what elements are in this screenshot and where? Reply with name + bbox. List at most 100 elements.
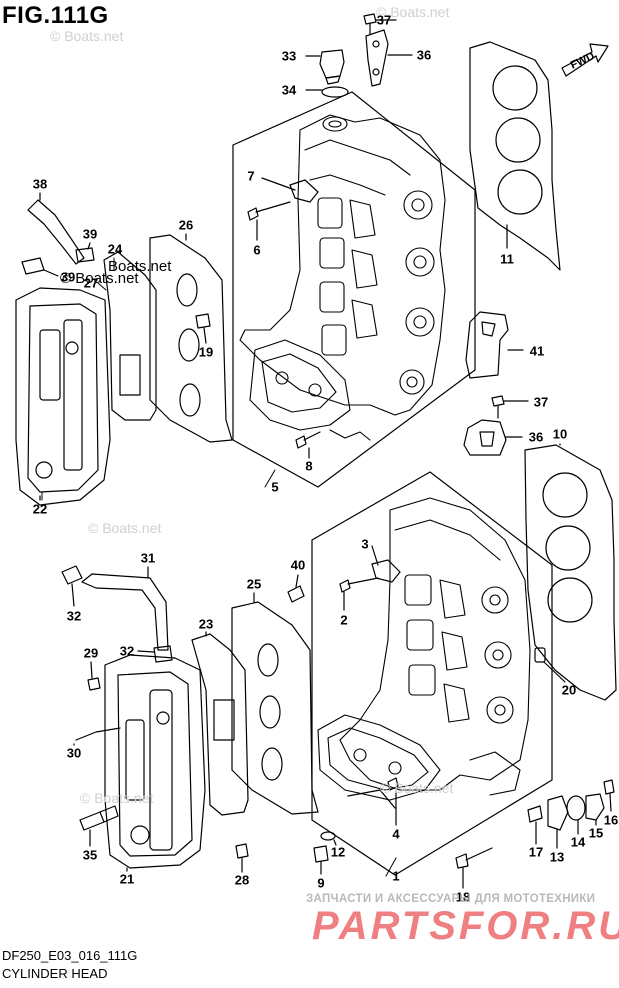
part-callout-36: 36 [528, 429, 544, 445]
gasket-26 [149, 233, 233, 443]
hose-31 [81, 566, 169, 651]
footer-brand: PARTSFOR.RU [312, 904, 619, 948]
head-gasket-11 [469, 41, 561, 271]
watermark: © Boats.net [376, 4, 450, 20]
part-callout-8: 8 [305, 458, 313, 474]
bolt-4 [347, 777, 399, 826]
bracket-41 [465, 311, 524, 379]
watermark: © Boats.net [50, 28, 124, 44]
part-callout-3: 3 [361, 536, 369, 552]
part-callout-35: 35 [82, 847, 98, 863]
bolt-7 [261, 177, 319, 203]
part-callout-6: 6 [253, 242, 261, 258]
bolt-30 [73, 727, 121, 746]
upper-head-frame [232, 91, 476, 488]
part-callout-4: 4 [392, 826, 400, 842]
bolt-28 [235, 843, 249, 873]
spark-plug-35 [79, 805, 119, 847]
bolt-6 [247, 201, 291, 241]
part-callout-33: 33 [281, 48, 297, 64]
upper-cylinder-head [239, 114, 446, 441]
cylinder-head-cover-22 [15, 287, 111, 506]
oil-filler-cap [305, 49, 345, 85]
dowel-pin-40 [287, 574, 305, 603]
part-callout-40: 40 [290, 557, 306, 573]
part-callout-14: 14 [570, 834, 586, 850]
part-callout-5: 5 [271, 479, 279, 495]
part-callout-17: 17 [528, 844, 544, 860]
part-callout-18: 18 [455, 889, 471, 905]
part-callout-38: 38 [32, 176, 48, 192]
figure-title: FIG.111G [2, 2, 109, 29]
part-callout-25: 25 [246, 576, 262, 592]
part-callout-28: 28 [234, 872, 250, 888]
bolt-16 [603, 779, 615, 812]
clamp-32-left [61, 565, 83, 607]
part-callout-22: 22 [32, 501, 48, 517]
part-callout-32: 32 [119, 643, 135, 659]
bolt-2 [339, 577, 379, 611]
bolt-37-mid [491, 395, 529, 419]
cap-15 [585, 793, 605, 826]
clamp-32-right [137, 645, 173, 663]
watermark: © Boats.net [88, 520, 162, 536]
part-callout-16: 16 [603, 812, 619, 828]
part-callout-39: 39 [82, 226, 98, 242]
bolt-18 [455, 847, 493, 889]
lower-cylinder-head [317, 497, 531, 801]
part-callout-15: 15 [588, 825, 604, 841]
footer-tagline: ЗАПЧАСТИ И АКСЕССУАРЫ ДЛЯ МОТОТЕХНИКИ [306, 893, 596, 905]
part-callout-11: 11 [500, 251, 514, 267]
part-callout-20: 20 [561, 682, 577, 698]
watermark: © Boats.net [380, 780, 454, 796]
figure-code: DF250_E03_016_111G [2, 948, 138, 963]
part-callout-1: 1 [392, 868, 400, 884]
part-callout-13: 13 [549, 849, 565, 865]
clamp-39-lower [21, 257, 59, 277]
watermark-text: Boats.net [108, 258, 172, 275]
part-callout-27: 27 [83, 275, 99, 291]
part-callout-39: 39 [60, 269, 76, 285]
part-callout-29: 29 [83, 645, 99, 661]
bolt-37-top [363, 13, 397, 35]
gasket-25 [231, 592, 319, 815]
part-callout-7: 7 [247, 168, 255, 184]
o-ring-14 [566, 795, 586, 835]
gasket-24 [103, 251, 157, 421]
part-callout-23: 23 [198, 616, 214, 632]
bolt-17 [527, 805, 543, 845]
part-callout-26: 26 [178, 217, 194, 233]
bolt-3 [371, 545, 401, 583]
part-callout-2: 2 [340, 612, 348, 628]
figure-subtitle: CYLINDER HEAD [2, 966, 108, 981]
part-callout-10: 10 [552, 426, 568, 442]
part-callout-30: 30 [66, 745, 82, 761]
part-callout-37: 37 [376, 12, 392, 28]
bolt-8 [295, 431, 321, 459]
part-callout-19: 19 [198, 344, 214, 360]
o-ring-34 [305, 86, 349, 98]
bolt-19 [195, 313, 211, 344]
part-callout-32: 32 [66, 608, 82, 624]
cylinder-head-cover-21 [104, 654, 206, 872]
part-callout-31: 31 [140, 550, 156, 566]
part-callout-36: 36 [416, 47, 432, 63]
plug-9 [313, 845, 329, 875]
part-callout-9: 9 [317, 875, 325, 891]
part-callout-24: 24 [107, 241, 123, 257]
watermark: © Boats.net [80, 790, 154, 806]
fwd-arrow-icon [561, 43, 609, 77]
gasket-13 [547, 795, 569, 849]
clamp-39-upper [75, 242, 95, 263]
part-callout-41: 41 [529, 343, 545, 359]
part-callout-34: 34 [281, 82, 297, 98]
leader-lines [41, 257, 397, 877]
bolt-29 [87, 661, 101, 691]
hose-38 [27, 192, 85, 265]
washer-12 [320, 831, 337, 846]
lower-head-frame [311, 471, 553, 876]
dowel-pin-20 [534, 647, 566, 683]
part-callout-37: 37 [533, 394, 549, 410]
head-gasket-10 [524, 443, 617, 701]
